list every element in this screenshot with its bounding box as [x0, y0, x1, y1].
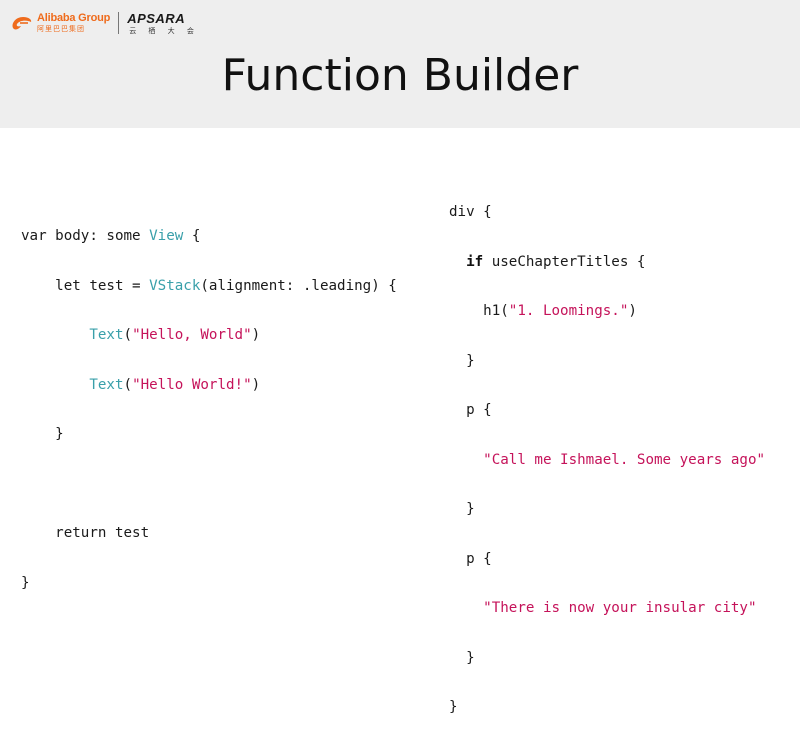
code-text: h1(: [449, 303, 509, 319]
code-text: }: [449, 699, 458, 715]
code-line: div {: [449, 204, 765, 221]
code-line: "Call me Ishmael. Some years ago": [449, 452, 765, 469]
code-text: [449, 452, 483, 468]
code-text: [21, 327, 89, 343]
code-text: return test: [21, 525, 150, 541]
code-line: Text("Hello, World"): [21, 327, 397, 344]
code-text: p {: [449, 550, 492, 567]
code-text: p {: [449, 402, 492, 418]
code-text: ): [251, 327, 261, 343]
code-line: }: [449, 353, 765, 370]
code-line: p {: [449, 402, 765, 419]
code-string: "Hello, World": [132, 327, 252, 343]
code-text: [449, 254, 466, 270]
code-line: Text("Hello World!"): [21, 377, 397, 394]
code-line: if useChapterTitles {: [449, 254, 765, 271]
code-line: }: [449, 699, 765, 716]
alibaba-name: Alibaba Group: [37, 12, 111, 24]
code-keyword: if: [466, 253, 484, 270]
apsara-cn-name: 云 栖 大 会: [129, 26, 199, 35]
html-dsl-code-block: div { if useChapterTitles { h1("1. Loomi…: [449, 171, 765, 732]
code-text: (: [123, 327, 133, 343]
code-type: Text: [89, 376, 124, 393]
apsara-name: APSARA: [127, 10, 186, 26]
code-text: var body: some: [21, 228, 150, 244]
code-text: [21, 377, 89, 393]
code-line: var body: some View {: [21, 228, 397, 245]
code-text: }: [21, 574, 30, 591]
logo-area: Alibaba Group 阿里巴巴集团 APSARA 云 栖 大 会: [10, 8, 199, 38]
code-text: (: [123, 376, 133, 393]
code-text: [449, 600, 483, 616]
alibaba-cn-name: 阿里巴巴集团: [37, 25, 85, 33]
code-type: View: [149, 228, 184, 244]
code-text: (alignment: .leading) {: [200, 277, 397, 294]
logo-divider: [118, 12, 120, 34]
code-text: ): [628, 303, 637, 319]
code-line: return test: [21, 525, 397, 542]
alibaba-wordmark: Alibaba Group 阿里巴巴集团: [37, 13, 110, 33]
code-text: }: [449, 501, 475, 517]
code-line: h1("1. Loomings."): [449, 303, 765, 320]
slide-title: Function Builder: [221, 50, 579, 101]
code-blank-line: [21, 476, 397, 493]
slide-header: Alibaba Group 阿里巴巴集团 APSARA 云 栖 大 会 Func…: [0, 0, 800, 128]
code-line: let test = VStack(alignment: .leading) {: [21, 278, 397, 295]
code-text: let test =: [21, 277, 150, 294]
code-text: ): [251, 376, 261, 393]
code-string: "Call me Ishmael. Some years ago": [483, 451, 766, 468]
code-text: {: [183, 228, 201, 244]
alibaba-logo-icon: [10, 14, 34, 32]
code-text: useChapterTitles {: [483, 253, 646, 270]
code-type: Text: [89, 327, 124, 343]
apsara-wordmark: APSARA 云 栖 大 会: [127, 12, 199, 35]
code-text: }: [449, 649, 475, 666]
code-type: VStack: [149, 277, 201, 294]
swift-code-block: var body: some View { let test = VStack(…: [21, 195, 397, 608]
code-text: }: [449, 352, 475, 369]
code-line: }: [449, 501, 765, 518]
code-string: "1. Loomings.": [508, 303, 629, 319]
code-text: div {: [449, 204, 492, 220]
code-line: }: [21, 426, 397, 443]
code-string: "Hello World!": [132, 376, 252, 393]
code-line: }: [21, 575, 397, 592]
code-string: "There is now your insular city": [483, 600, 757, 616]
code-line: }: [449, 650, 765, 667]
code-line: p {: [449, 551, 765, 568]
code-line: "There is now your insular city": [449, 600, 765, 617]
code-text: }: [21, 426, 64, 442]
